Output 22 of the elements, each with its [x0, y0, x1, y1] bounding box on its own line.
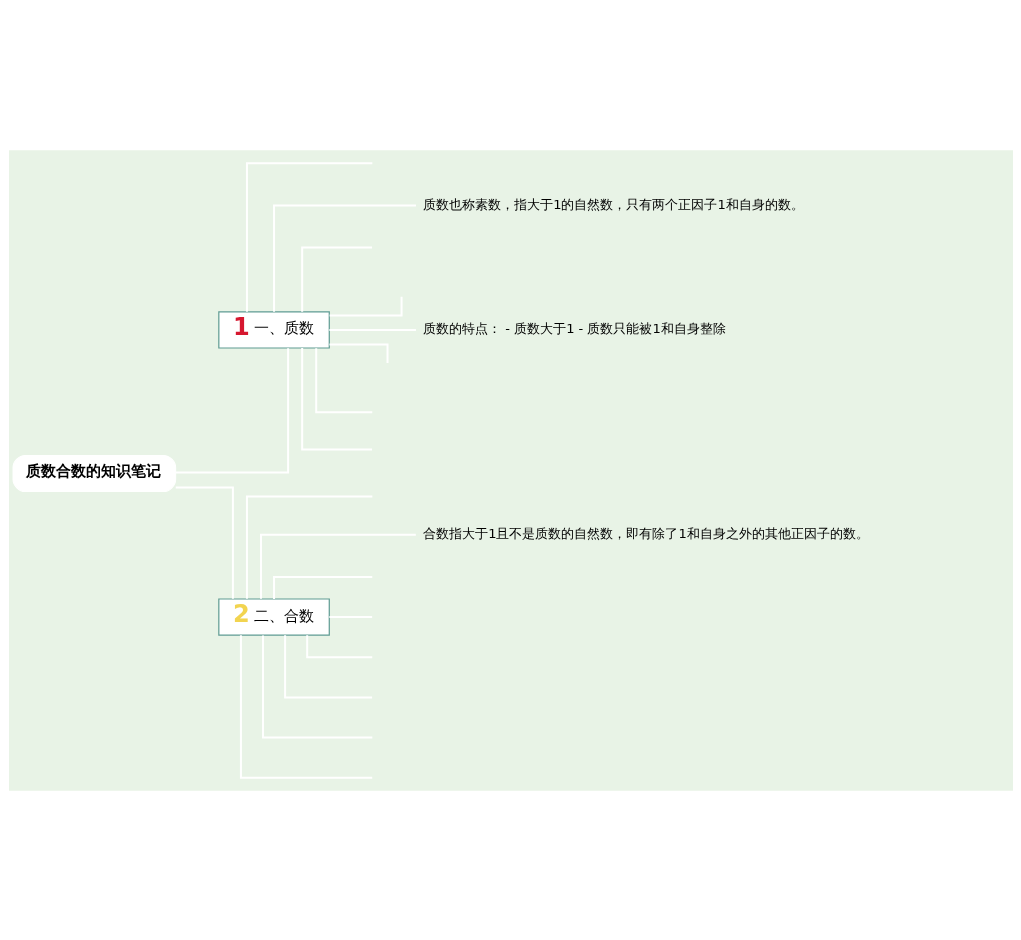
node-box: 1 一、质数 [217, 310, 330, 349]
connector [283, 634, 372, 698]
connector [329, 296, 403, 316]
connector [175, 347, 289, 473]
connector [328, 343, 388, 363]
connector [239, 634, 372, 779]
connector [261, 634, 372, 739]
connector [300, 347, 372, 450]
node-box: 质数合数的知识笔记 [12, 454, 176, 492]
connector [245, 161, 372, 312]
connector [272, 203, 416, 312]
connector [272, 575, 372, 599]
node-box: 2 二、合数 [217, 597, 330, 636]
connector [314, 347, 372, 413]
node-text: 合数指大于1且不是质数的自然数，即有除了1和自身之外的其他正因子的数。 [422, 525, 869, 541]
connector [245, 495, 372, 599]
node-text: 质数也称素数，指大于1的自然数，只有两个正因子1和自身的数。 [422, 196, 804, 212]
connector [300, 246, 372, 312]
connector [259, 533, 416, 599]
node-text: 质数的特点： - 质数大于1 - 质数只能被1和自身整除 [422, 320, 726, 336]
connector [175, 486, 234, 599]
connector [305, 634, 372, 658]
